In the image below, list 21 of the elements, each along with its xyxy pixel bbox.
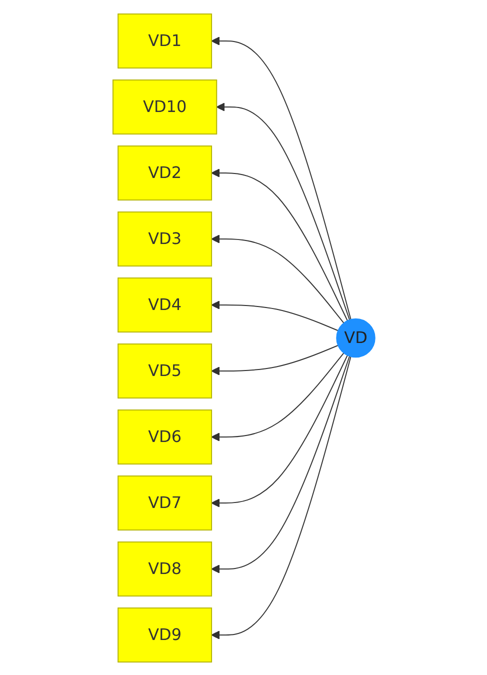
arrow [210,168,348,321]
node-box: VD7 [117,475,212,530]
arrow [210,344,338,375]
node-box: VD1 [117,13,212,68]
arrow [210,354,348,507]
node-box: VD5 [117,343,212,398]
arrow [210,356,351,639]
arrow [210,355,350,573]
node-box: VD9 [117,607,212,662]
arrow [210,36,351,320]
arrow [210,352,344,441]
node-box: VD3 [117,211,212,266]
arrow [210,234,344,324]
node-circle: VD [336,318,375,358]
arrow [210,300,338,331]
node-box: VD6 [117,409,212,464]
node-box: VD2 [117,145,212,200]
node-box: VD8 [117,541,212,596]
node-box: VD10 [112,79,217,134]
arrow [216,102,350,320]
node-box: VD4 [117,277,212,332]
